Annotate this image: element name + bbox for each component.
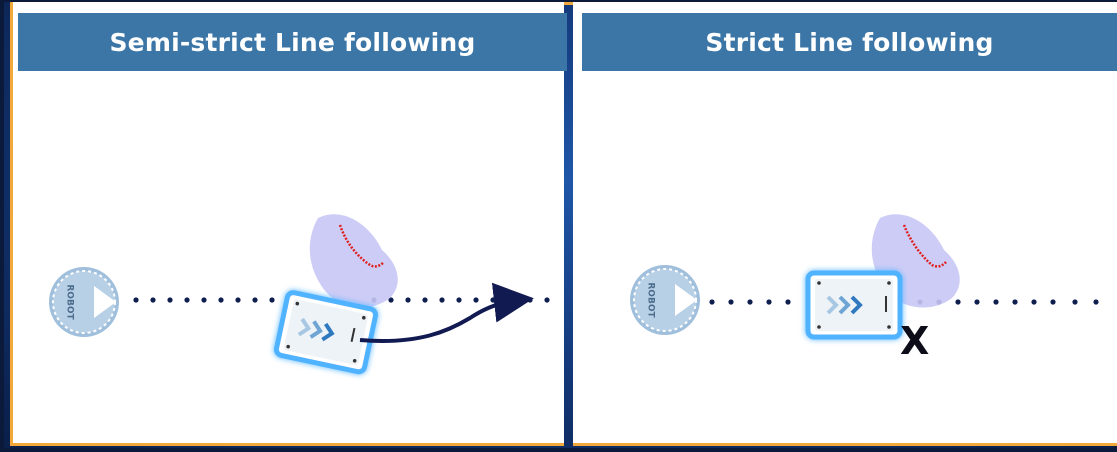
robot-start-icon: ROBOT — [49, 267, 119, 337]
robot-label-left: ROBOT — [65, 284, 75, 320]
panel-strict — [573, 2, 1117, 446]
right-scene: ROBOT — [630, 214, 1099, 340]
panel-title-semi-strict: Semi-strict Line following — [18, 13, 567, 71]
panel-semi-strict — [10, 2, 564, 446]
obstacle-blob-icon — [309, 214, 398, 308]
arrow-path-icon — [359, 282, 534, 343]
left-scene: ROBOT — [49, 214, 550, 375]
panel-title-strict: Strict Line following — [582, 13, 1117, 71]
robot-card-icon-right — [805, 270, 903, 340]
robot-start-icon-right: ROBOT — [630, 265, 700, 335]
robot-card-icon — [273, 290, 379, 375]
stop-marker: X — [900, 319, 930, 363]
robot-label-right: ROBOT — [646, 282, 656, 318]
